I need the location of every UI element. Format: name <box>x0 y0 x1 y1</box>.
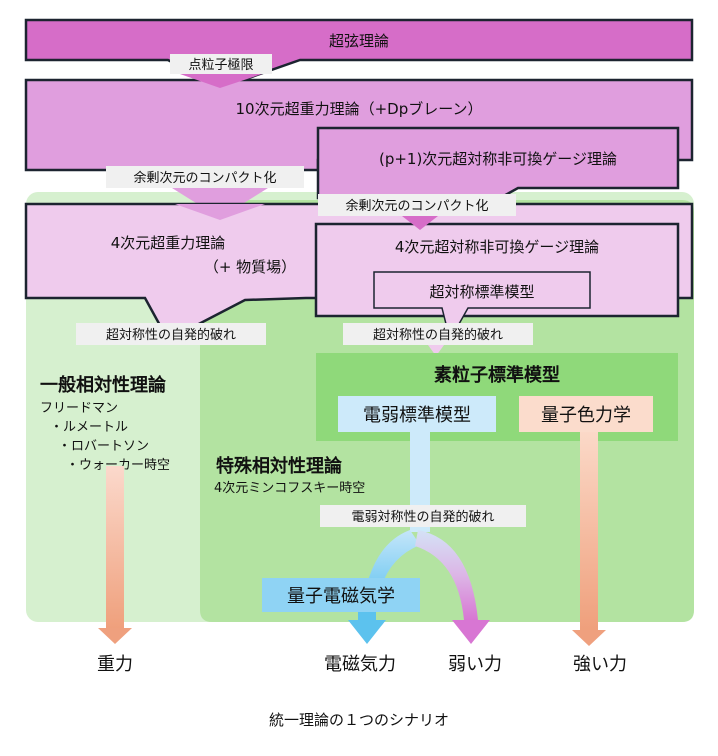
compactification-left-label: 余剰次元のコンパクト化 <box>133 170 276 186</box>
susy-breaking-left-label: 超対称性の自発的破れ <box>106 327 236 343</box>
qed-box <box>262 578 420 612</box>
susy-breaking-left-bg <box>76 323 266 345</box>
electroweak-box <box>338 396 496 432</box>
force-electromagnetic: 電磁気力 <box>324 654 396 675</box>
special-relativity-subtitle: 4次元ミンコフスキー時空 <box>214 480 365 496</box>
qed-label: 量子電磁気学 <box>287 586 395 607</box>
qcd-label: 量子色力学 <box>541 405 631 426</box>
force-gravity: 重力 <box>97 654 133 675</box>
gr-line-2: ・ルメートル <box>50 420 128 435</box>
point-particle-arrow <box>180 74 262 88</box>
gauge4-label: 4次元超対称非可換ゲージ理論 <box>395 238 599 256</box>
diagram-caption: 統一理論の１つのシナリオ <box>269 711 449 729</box>
point-particle-limit-label: 点粒子極限 <box>188 57 253 73</box>
gr-line-1: フリードマン <box>40 401 118 416</box>
sugra4-label-line2: （+ 物質場） <box>204 258 296 276</box>
sugra4-label-line1: 4次元超重力理論 <box>111 234 226 252</box>
sugra4-arrow-tip <box>175 204 265 220</box>
weak-arrow-branch <box>415 530 478 620</box>
ew-breaking-label: 電弱対称性の自発的破れ <box>351 509 494 525</box>
force-weak: 弱い力 <box>448 654 502 675</box>
electroweak-label: 電弱標準模型 <box>363 405 471 426</box>
superstring-callout <box>24 18 694 90</box>
gravity-arrow-shaft <box>106 466 124 631</box>
susy-breaking-right-arrow <box>428 345 444 356</box>
ew-breaking-bg <box>320 505 526 527</box>
force-strong: 強い力 <box>573 654 627 675</box>
weak-arrow-head <box>452 620 490 644</box>
compactification-right-arrow <box>402 216 438 230</box>
gauge-p1-label: (p+1)次元超対称非可換ゲージ理論 <box>379 150 617 168</box>
compactification-right-bg <box>318 194 516 216</box>
standard-model-label: 素粒子標準模型 <box>434 364 560 386</box>
susy-breaking-right-label: 超対称性の自発的破れ <box>373 327 503 343</box>
susy-breaking-right-bg <box>343 323 533 345</box>
point-particle-label-bg <box>170 54 272 74</box>
compactification-right-label: 余剰次元のコンパクト化 <box>345 198 488 214</box>
qcd-box <box>519 396 653 432</box>
superstring-label: 超弦理論 <box>329 32 389 50</box>
special-relativity-title: 特殊相対性理論 <box>216 455 343 477</box>
general-relativity-title: 一般相対性理論 <box>40 374 167 396</box>
em-arrow-head <box>348 620 386 644</box>
strong-arrow-shaft <box>580 432 598 632</box>
strong-arrow-head <box>572 630 606 646</box>
gr-line-4: ・ウォーカー時空 <box>66 458 170 473</box>
gr-line-3: ・ロバートソン <box>58 439 149 454</box>
gravity-arrow-head <box>98 628 132 644</box>
mssm-label: 超対称標準模型 <box>429 283 534 301</box>
compactification-left-bg <box>106 166 304 188</box>
sugra10-label: 10次元超重力理論（+Dpブレーン） <box>236 100 483 118</box>
